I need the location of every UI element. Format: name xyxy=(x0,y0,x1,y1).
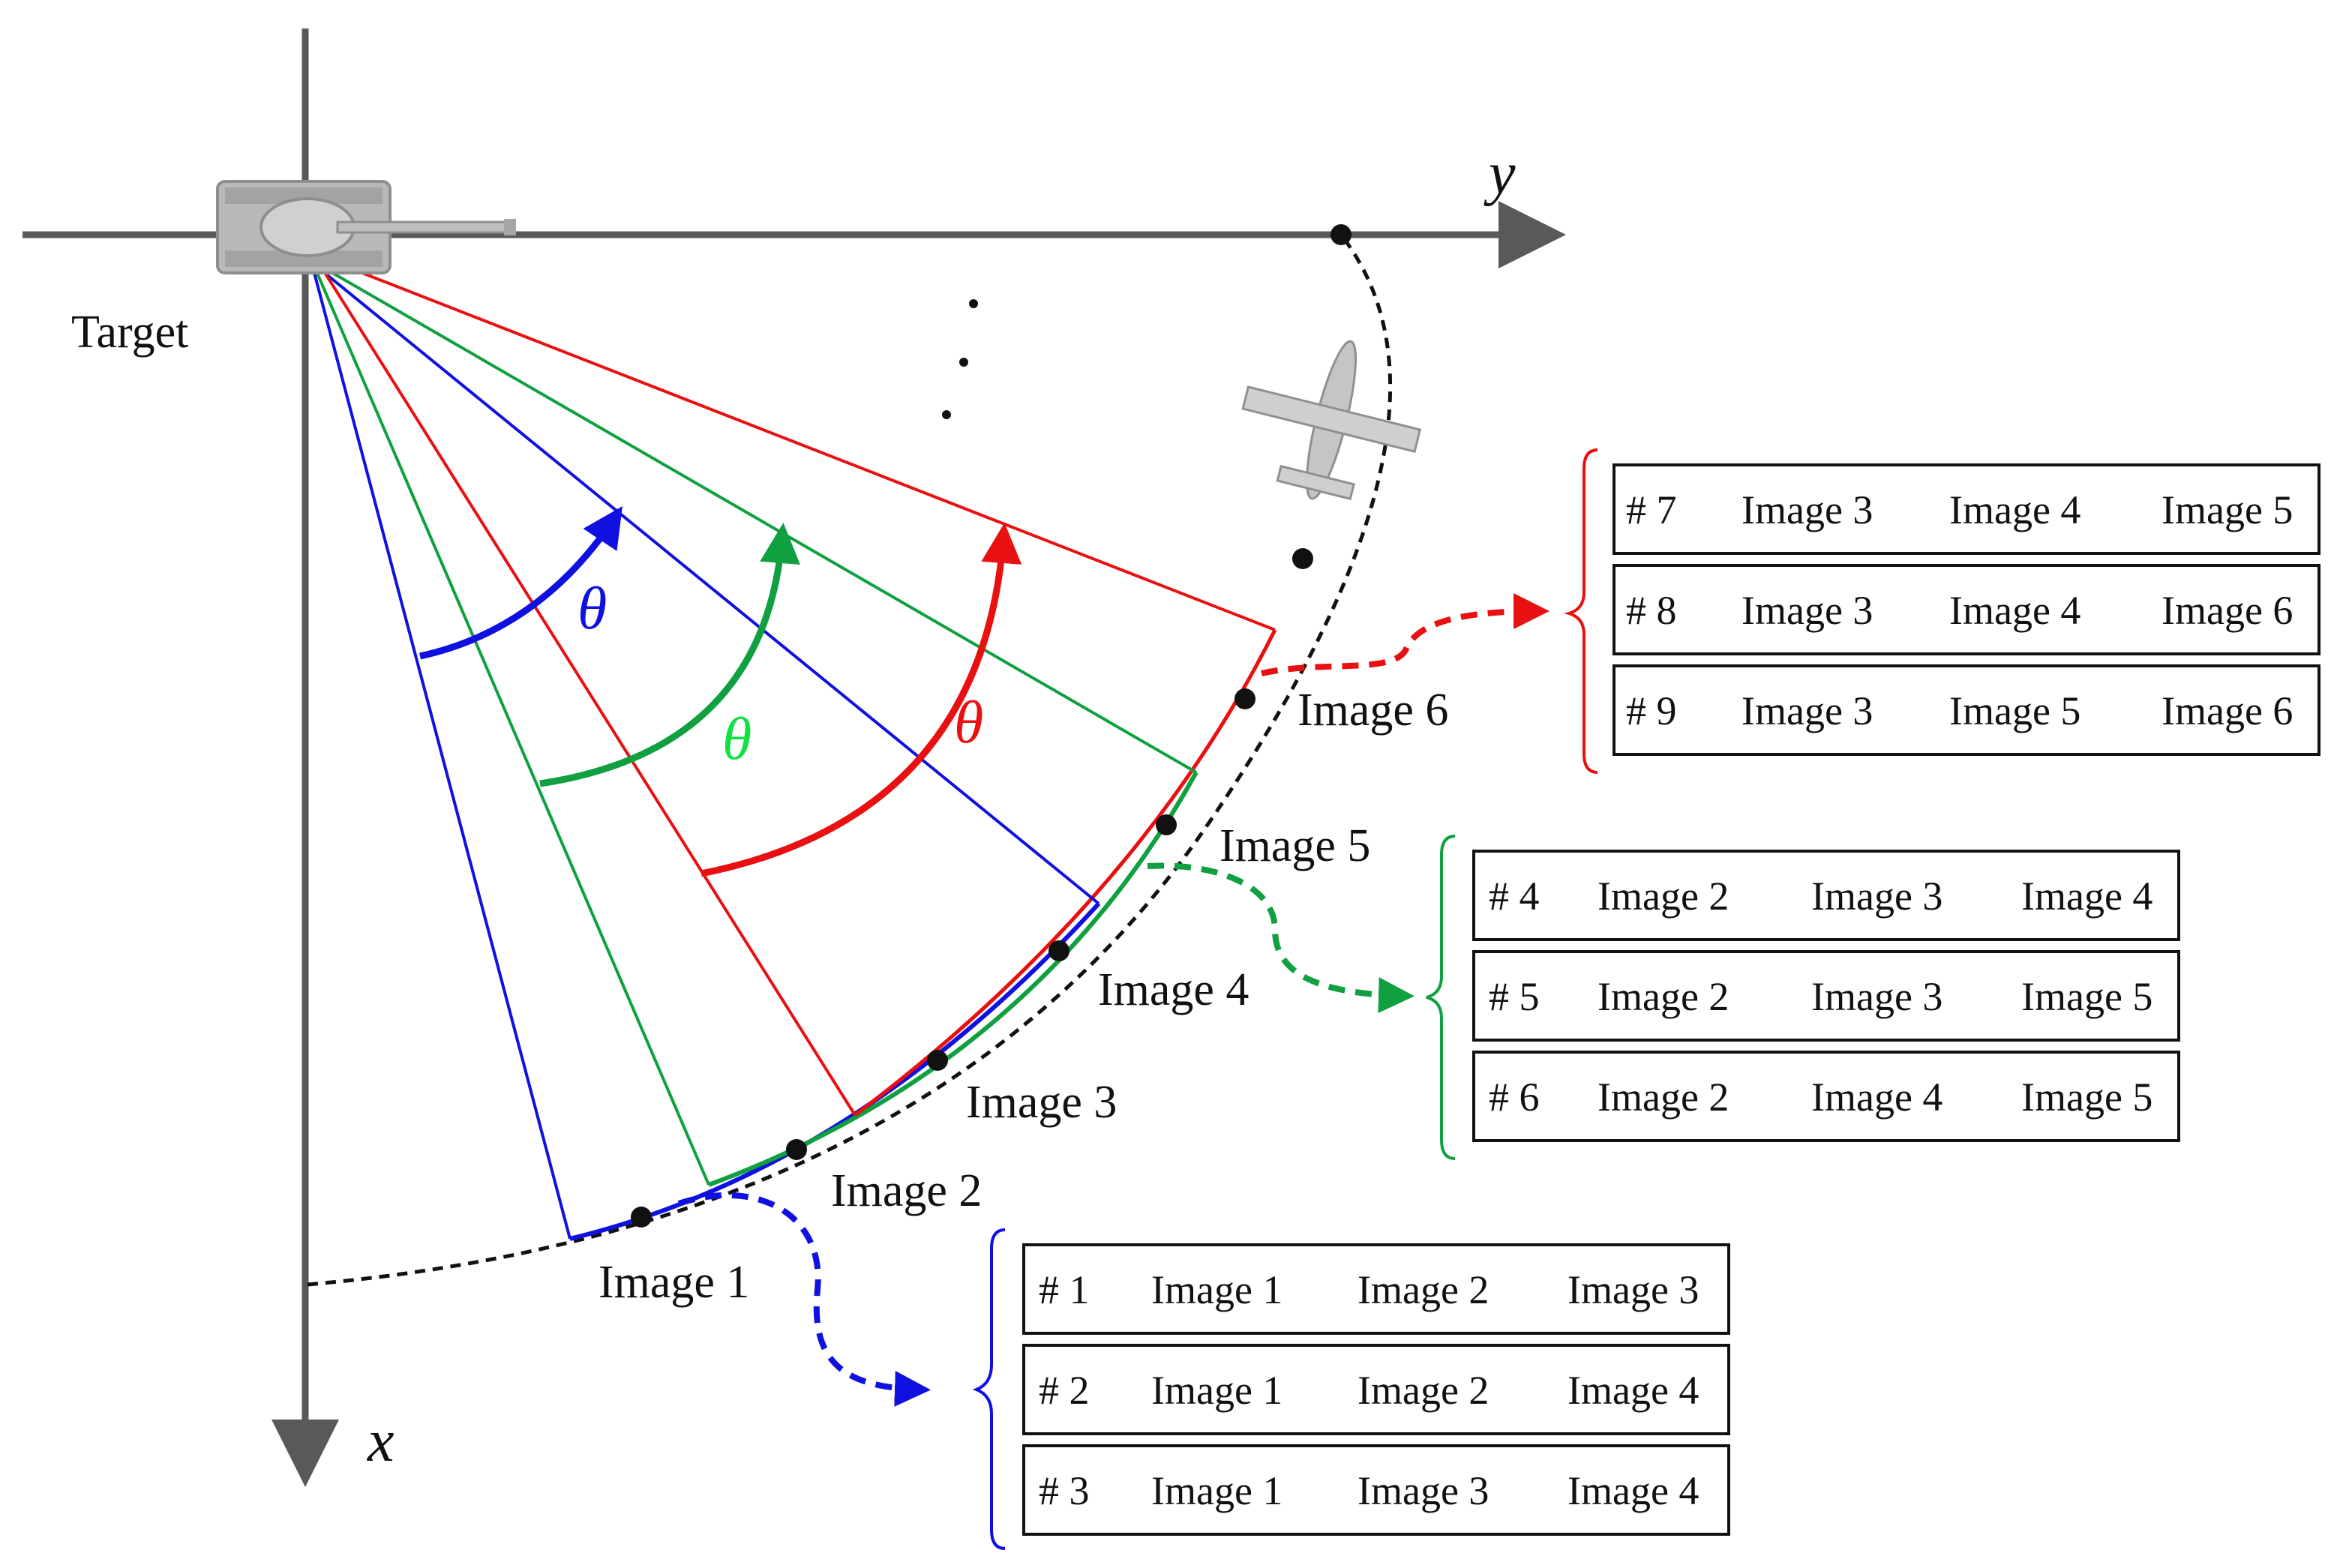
combination-id: # 3 xyxy=(1039,1468,1090,1513)
red-brace xyxy=(1564,448,1598,774)
combination-row-box xyxy=(1472,850,2180,941)
theta-label-green: θ xyxy=(722,706,752,772)
combination-row-box xyxy=(1472,1051,2180,1142)
combination-image-cell: Image 4 xyxy=(2021,874,2152,919)
combination-image-cell: Image 3 xyxy=(1742,588,1873,633)
combination-id: # 5 xyxy=(1489,974,1540,1019)
combination-image-cell: Image 5 xyxy=(2162,487,2293,532)
ellipsis-dots xyxy=(942,299,978,419)
aircraft-icon xyxy=(1241,340,1422,501)
blue-angle-arc xyxy=(419,506,622,660)
combination-tables: # 1 Image 1 Image 2 Image 3 # 2 Image 1 Image … xyxy=(1022,463,2320,1536)
combination-image-cell: Image 5 xyxy=(2021,974,2152,1019)
combination-image-cell: Image 4 xyxy=(1811,1075,1942,1120)
combination-image-cell: Image 1 xyxy=(1151,1267,1282,1312)
combination-image-cell: Image 1 xyxy=(1151,1468,1282,1513)
image-label-1: Image 1 xyxy=(598,1257,749,1308)
green-brace xyxy=(1426,835,1456,1160)
theta-label-blue: θ xyxy=(578,576,607,642)
image-label-6: Image 6 xyxy=(1298,685,1448,736)
combination-image-cell: Image 3 xyxy=(1811,874,1942,919)
combination-image-cell: Image 4 xyxy=(1568,1368,1699,1413)
combination-id: # 1 xyxy=(1039,1267,1090,1312)
combination-image-cell: Image 3 xyxy=(1742,688,1873,733)
combination-row-box xyxy=(1022,1444,1730,1536)
red-angle-arc xyxy=(700,523,1022,877)
x-axis-label: x xyxy=(367,1408,394,1474)
combination-image-cell: Image 3 xyxy=(1358,1468,1489,1513)
combination-image-cell: Image 5 xyxy=(2021,1075,2152,1120)
image-label-2: Image 2 xyxy=(831,1165,982,1216)
blue-sector xyxy=(312,268,1100,1240)
green-connector-arrow xyxy=(1147,862,1414,1014)
combination-image-cell: Image 3 xyxy=(1742,487,1873,532)
combination-image-cell: Image 2 xyxy=(1598,874,1729,919)
combination-image-cell: Image 2 xyxy=(1598,974,1729,1019)
combination-row-box xyxy=(1612,463,2320,555)
combination-row-box xyxy=(1022,1243,1730,1335)
combination-image-cell: Image 2 xyxy=(1358,1267,1489,1312)
combination-row-box xyxy=(1612,564,2320,655)
theta-label-red: θ xyxy=(954,690,983,756)
combination-image-cell: Image 6 xyxy=(2162,688,2293,733)
blue-connector-arrow xyxy=(677,1192,931,1407)
combination-image-cell: Image 2 xyxy=(1358,1368,1489,1413)
combination-row-box xyxy=(1612,664,2320,756)
combination-image-cell: Image 4 xyxy=(1949,487,2080,532)
green-angle-arc xyxy=(539,523,800,787)
combination-image-cell: Image 5 xyxy=(1949,688,2080,733)
combination-image-cell: Image 6 xyxy=(2162,588,2293,633)
combination-id: # 6 xyxy=(1489,1075,1540,1120)
target-label: Target xyxy=(71,307,188,358)
image-label-5: Image 5 xyxy=(1220,820,1370,871)
combination-id: # 2 xyxy=(1039,1368,1090,1413)
y-axis-label: y xyxy=(1484,141,1516,207)
combination-image-cell: Image 3 xyxy=(1568,1267,1699,1312)
acquisition-points xyxy=(631,224,1352,1228)
image-label-4: Image 4 xyxy=(1098,964,1249,1015)
target-tank-icon xyxy=(216,180,516,274)
combination-id: # 9 xyxy=(1626,688,1677,733)
red-sector xyxy=(322,265,1276,1117)
combination-image-cell: Image 2 xyxy=(1598,1075,1729,1120)
green-sector xyxy=(315,270,1198,1186)
combination-row-box xyxy=(1472,950,2180,1042)
red-connector-arrow xyxy=(1261,593,1550,676)
combination-image-cell: Image 4 xyxy=(1568,1468,1699,1513)
combination-row-box xyxy=(1022,1344,1730,1435)
combination-id: # 8 xyxy=(1626,588,1677,633)
blue-brace xyxy=(972,1228,1006,1550)
combination-id: # 7 xyxy=(1626,487,1677,532)
combination-image-cell: Image 3 xyxy=(1811,974,1942,1019)
combination-image-cell: Image 4 xyxy=(1949,588,2080,633)
combination-image-cell: Image 1 xyxy=(1151,1368,1282,1413)
image-label-3: Image 3 xyxy=(966,1077,1117,1128)
combination-id: # 4 xyxy=(1489,874,1540,919)
